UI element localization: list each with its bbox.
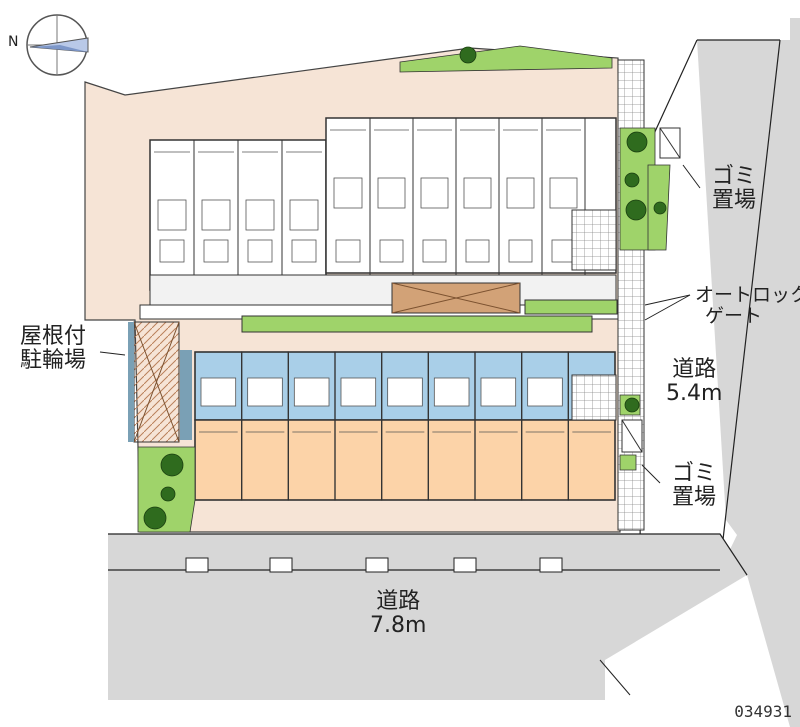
north-unit [541, 117, 586, 276]
road-east-width: 5.4m [666, 381, 723, 407]
bike-parking-line1: 屋根付 [20, 324, 87, 349]
autolock-gate-line2: ゲート [705, 304, 763, 327]
garbage-north-line2: 置場 [712, 188, 757, 214]
central-planter [241, 315, 593, 333]
property-code: 034931 [734, 702, 792, 721]
garbage-south-line1: ゴミ [672, 461, 717, 486]
north-letter: N [8, 34, 18, 50]
south-unit [241, 351, 289, 501]
curb-markers [185, 557, 563, 573]
garbage-south-label: ゴミ 置場 [672, 461, 717, 511]
east-road [697, 18, 800, 727]
autolock-gate-label: オートロック ゲート [695, 285, 800, 327]
north-unit [455, 117, 500, 276]
bike-shelter-cross [133, 321, 180, 443]
south-unit [287, 351, 336, 501]
road-east-name: 道路 [672, 357, 717, 382]
south-road-top-edge [108, 533, 748, 576]
garbage-north-label: ゴミ 置場 [712, 164, 757, 214]
stair-north [571, 209, 617, 271]
bike-shelter-roof-edge [128, 322, 134, 442]
leader-lines [99, 164, 701, 484]
north-unit [149, 139, 195, 276]
north-unit [498, 117, 543, 276]
north-unit [369, 117, 414, 276]
trees [143, 46, 667, 530]
stair-south [571, 374, 617, 421]
road-south-label: 道路 7.8m [370, 589, 427, 639]
north-unit [193, 139, 239, 276]
bike-parking-label: 屋根付 駐輪場 [20, 324, 87, 374]
garbage-north-line1: ゴミ [712, 164, 757, 189]
planter-strip-north [524, 299, 618, 315]
autolock-gate-line1: オートロック [695, 284, 800, 306]
garbage-south-line2: 置場 [672, 485, 717, 511]
south-building [180, 350, 616, 501]
south-road [108, 534, 747, 700]
north-arrow: N [8, 14, 89, 76]
road-south-name: 道路 [376, 589, 421, 614]
north-unit [281, 139, 327, 276]
road-east-label: 道路 5.4m [666, 357, 723, 407]
central-shelter-cross [391, 282, 521, 314]
gardens [137, 45, 671, 533]
bike-parking-line2: 駐輪場 [20, 348, 87, 374]
south-road-corner [599, 659, 631, 696]
north-building-units [149, 117, 586, 276]
north-unit [325, 117, 371, 276]
south-unit [334, 351, 383, 501]
road-south-width: 7.8m [370, 613, 427, 639]
